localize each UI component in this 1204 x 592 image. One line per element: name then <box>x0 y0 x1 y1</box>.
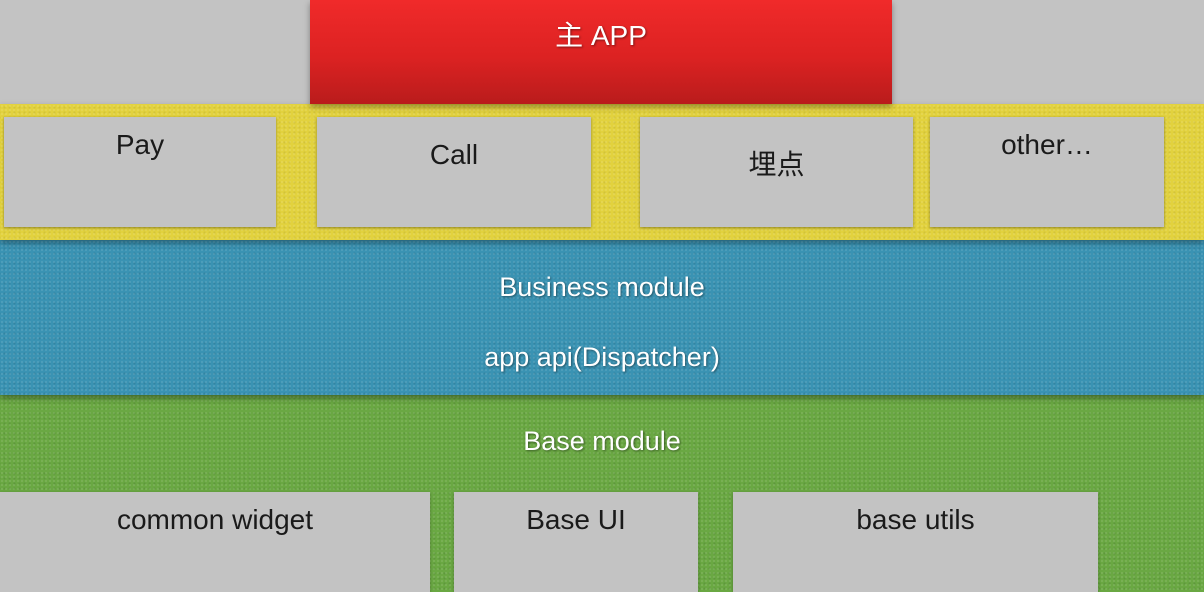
module-call-box: Call <box>317 117 591 227</box>
business-module-title: Business module <box>499 272 705 302</box>
base-ui-label: Base UI <box>526 504 626 535</box>
base-layer-band: Base module common widget Base UI base u… <box>0 395 1204 592</box>
module-tracking-label: 埋点 <box>748 149 805 180</box>
base-ui-box: Base UI <box>454 492 698 592</box>
module-other-box: other… <box>930 117 1164 227</box>
main-app-label: 主 APP <box>555 20 647 51</box>
base-utils-box: base utils <box>733 492 1098 592</box>
feature-modules-band: Pay Call 埋点 other… <box>0 104 1204 240</box>
module-tracking-box: 埋点 <box>640 117 913 227</box>
base-common-widget-box: common widget <box>0 492 430 592</box>
module-call-label: Call <box>429 139 479 170</box>
module-pay-label: Pay <box>115 129 165 160</box>
base-module-title: Base module <box>523 426 681 456</box>
base-utils-label: base utils <box>856 504 975 535</box>
business-layer-band: Business module app api(Dispatcher) <box>0 240 1204 395</box>
dispatcher-api-label: app api(Dispatcher) <box>484 342 720 372</box>
module-pay-box: Pay <box>4 117 276 227</box>
module-other-label: other… <box>1001 129 1093 160</box>
main-app-block: 主 APP <box>310 0 892 104</box>
base-common-widget-label: common widget <box>116 504 314 535</box>
